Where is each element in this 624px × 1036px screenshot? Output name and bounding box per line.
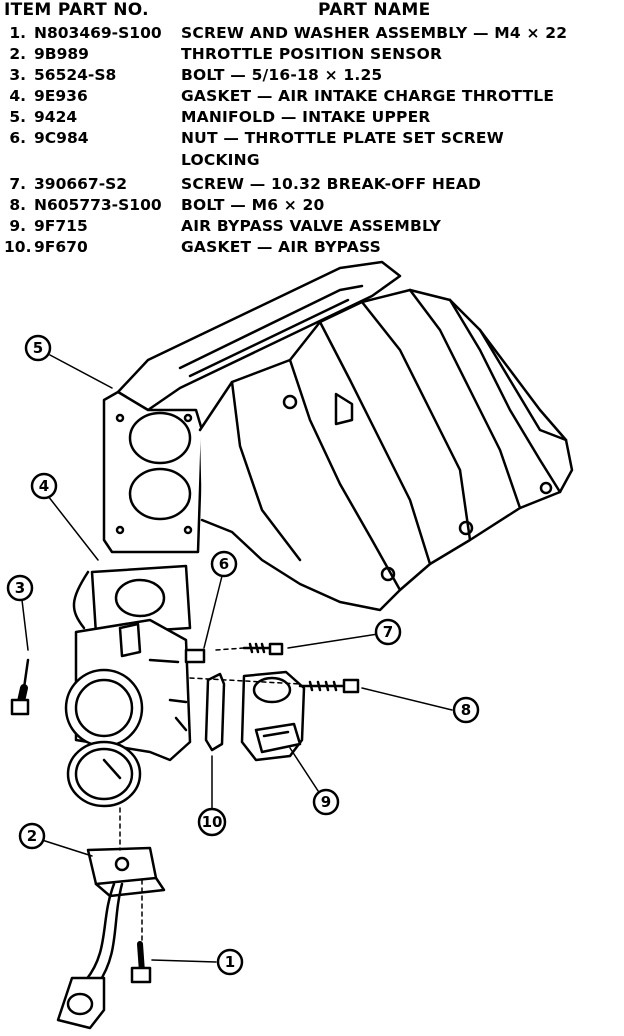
row-part-name: AIR BYPASS VALVE ASSEMBLY [181, 217, 442, 235]
callout-6: 6 [210, 550, 238, 578]
table-row: 10. 9F670 GASKET — AIR BYPASS [0, 238, 624, 260]
svg-text:1: 1 [225, 953, 235, 971]
row-part-no: 390667-S2 [34, 175, 128, 193]
table-row: 7. 390667-S2 SCREW — 10.32 BREAK-OFF HEA… [0, 175, 624, 197]
row-number: 6. [9, 129, 26, 147]
row-part-no: 9F670 [34, 238, 88, 256]
upper-intake-manifold [102, 260, 574, 612]
table-row: 4. 9E936 GASKET — AIR INTAKE CHARGE THRO… [0, 87, 624, 109]
table-row: 8. N605773-S100 BOLT — M6 × 20 [0, 196, 624, 218]
row-part-no: 9F715 [34, 217, 88, 235]
row-part-name: BOLT — M6 × 20 [181, 196, 325, 214]
svg-text:9: 9 [321, 793, 331, 811]
svg-text:2: 2 [27, 827, 37, 845]
row-number: 10. [4, 238, 32, 256]
row-part-name: MANIFOLD — INTAKE UPPER [181, 108, 431, 126]
svg-text:10: 10 [202, 813, 223, 831]
svg-text:5: 5 [33, 339, 43, 357]
table-row: 6. 9C984 NUT — THROTTLE PLATE SET SCREW [0, 129, 624, 151]
svg-text:6: 6 [219, 555, 229, 573]
throttle-body [64, 570, 192, 808]
row-number: 8. [9, 196, 26, 214]
row-number: 3. [9, 66, 26, 84]
callout-9: 9 [312, 788, 340, 816]
callout-7: 7 [374, 618, 402, 646]
throttle-plate-nut [184, 648, 206, 664]
air-intake-throttle-gasket [90, 564, 192, 636]
svg-text:8: 8 [461, 701, 471, 719]
sensor-screw [130, 941, 152, 984]
row-number: 7. [9, 175, 26, 193]
table-row: 3. 56524-S8 BOLT — 5/16-18 × 1.25 [0, 66, 624, 88]
table-row: 5. 9424 MANIFOLD — INTAKE UPPER [0, 108, 624, 130]
row-part-no: N605773-S100 [34, 196, 162, 214]
callout-2: 2 [18, 822, 46, 850]
callout-1: 1 [216, 948, 244, 976]
svg-text:4: 4 [39, 477, 49, 495]
row-part-name: GASKET — AIR BYPASS [181, 238, 381, 256]
row-number: 4. [9, 87, 26, 105]
callout-10: 10 [197, 807, 227, 837]
alignment-lines [119, 647, 301, 941]
svg-text:3: 3 [15, 579, 25, 597]
row-part-no: 9B989 [34, 45, 89, 63]
row-part-no: 56524-S8 [34, 66, 117, 84]
row-part-name: NUT — THROTTLE PLATE SET SCREW [181, 129, 504, 147]
row-part-name: BOLT — 5/16-18 × 1.25 [181, 66, 383, 84]
callout-3: 3 [6, 574, 34, 602]
row-part-no: 9E936 [34, 87, 88, 105]
header-part-name: PART NAME [318, 0, 431, 20]
callout-8: 8 [452, 696, 480, 724]
row-number: 9. [9, 217, 26, 235]
callouts: 5 4 3 6 7 8 9 10 [6, 334, 480, 976]
row-number: 1. [9, 24, 26, 42]
row-part-no: 9C984 [34, 129, 89, 147]
callout-5: 5 [24, 334, 52, 362]
table-row: 9. 9F715 AIR BYPASS VALVE ASSEMBLY [0, 217, 624, 239]
throttle-position-sensor [56, 846, 166, 1030]
air-bypass-valve [240, 670, 306, 762]
callout-4: 4 [30, 472, 58, 500]
header-item-part-no: ITEM PART NO. [4, 0, 149, 20]
row-part-name: GASKET — AIR INTAKE CHARGE THROTTLE [181, 87, 555, 105]
row-part-name: SCREW AND WASHER ASSEMBLY — M4 × 22 [181, 24, 568, 42]
row-part-name-continued: LOCKING [181, 151, 260, 169]
row-part-no: N803469-S100 [34, 24, 162, 42]
row-number: 5. [9, 108, 26, 126]
bypass-valve-bolt [298, 678, 360, 694]
break-off-head-screw [242, 642, 284, 656]
row-number: 2. [9, 45, 26, 63]
table-row: 1. N803469-S100 SCREW AND WASHER ASSEMBL… [0, 24, 624, 46]
table-row: 2. 9B989 THROTTLE POSITION SENSOR [0, 45, 624, 67]
svg-text:7: 7 [383, 623, 393, 641]
leader-lines [21, 354, 453, 963]
row-part-name: THROTTLE POSITION SENSOR [181, 45, 443, 63]
throttle-body-bolt [10, 658, 30, 716]
air-bypass-gasket [204, 672, 226, 752]
row-part-no: 9424 [34, 108, 78, 126]
row-part-name: SCREW — 10.32 BREAK-OFF HEAD [181, 175, 482, 193]
